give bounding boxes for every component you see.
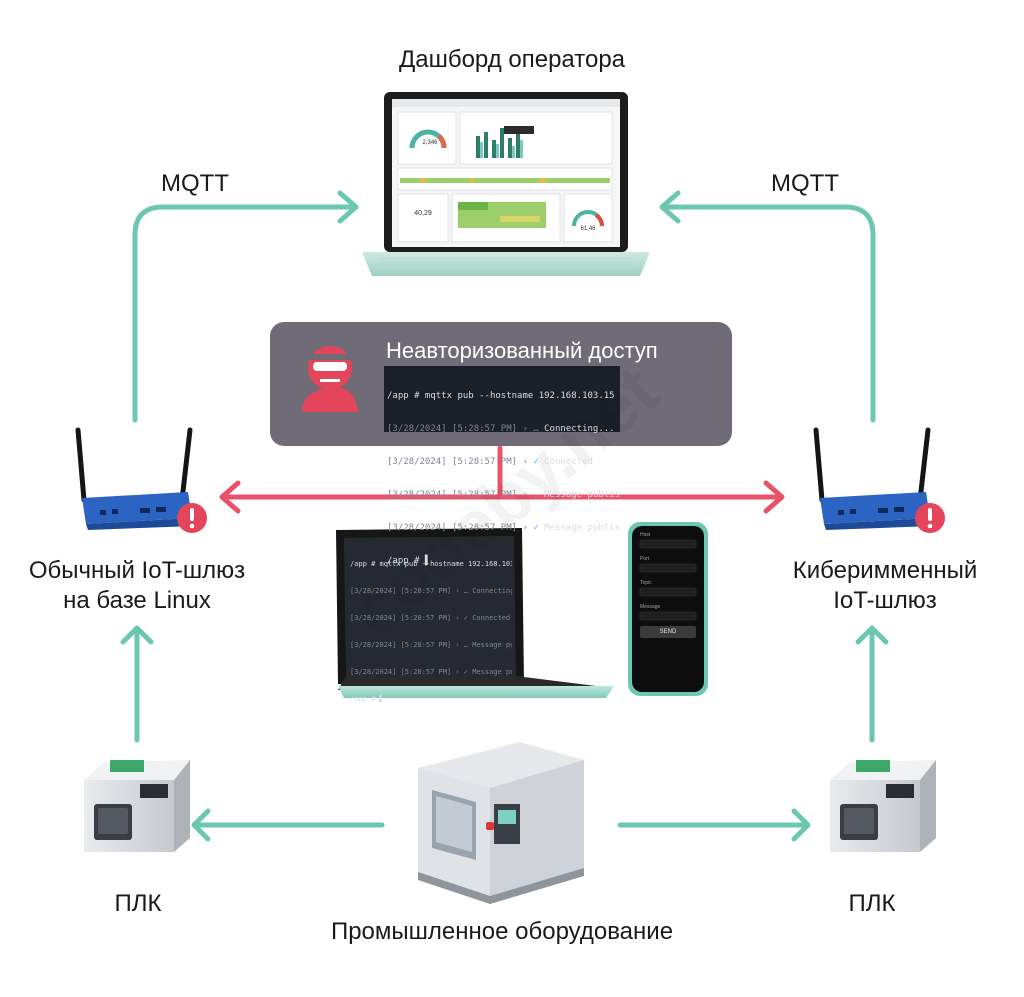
- equipment-to-plc-right-arrow: [617, 808, 811, 842]
- equipment-to-plc-left-arrow: [191, 808, 385, 842]
- mqtt-right-connector: [659, 190, 876, 423]
- unauthorized-access-panel: [270, 322, 732, 446]
- smartphone: [628, 522, 708, 696]
- gateway-right-label: Киберимменный IoT-шлюз: [760, 556, 1010, 616]
- laptop-terminal-line: [3/28/2024] [5:28:57 PM] › … Message pub…: [350, 641, 512, 649]
- plc-left-label: ПЛК: [114, 890, 162, 917]
- gateway-left-label-line1: Обычный IoT-шлюз: [28, 557, 246, 584]
- plc-right: [830, 760, 936, 852]
- mqtt-left-label: MQTT: [161, 170, 229, 197]
- phone-field-port: Port: [640, 556, 650, 562]
- cnc-machine: [418, 742, 584, 904]
- dashboard-laptop: [362, 92, 650, 276]
- terminal-line: [3/28/2024] [5:28:57 PM] › … Message pub…: [387, 490, 619, 500]
- big-value: 40,29: [414, 210, 432, 217]
- attack-connector: [219, 445, 785, 514]
- gateway-left-label: Обычный IoT-шлюз на базе Linux: [12, 556, 262, 616]
- terminal-prompt: /app # ▌: [387, 556, 431, 566]
- gateway-left-label-line2: на базе Linux: [63, 587, 211, 614]
- plc-left-to-gateway-arrow: [120, 625, 154, 743]
- terminal-line: [3/28/2024] [5:28:57 PM] › … Connecting.…: [387, 424, 615, 434]
- gateway-right-label-line1: Киберимменный: [792, 557, 978, 584]
- mqtt-left-connector: [132, 190, 359, 423]
- phone-field-message: Message: [640, 604, 661, 610]
- terminal-line: [3/28/2024] [5:28:57 PM] › ✓ Message pub…: [387, 523, 619, 533]
- terminal-line: [3/28/2024] [5:28:57 PM] › ✓ Connected: [387, 457, 593, 467]
- mqtt-right-label: MQTT: [771, 170, 839, 197]
- gauge-value-1: 2,346: [422, 140, 438, 146]
- unauthorized-access-label: Неавторизованный доступ: [386, 338, 658, 363]
- gauge-value-2: 61,46: [580, 226, 596, 232]
- equipment-label: Промышленное оборудование: [330, 918, 674, 945]
- plc-right-to-gateway-arrow: [855, 625, 889, 743]
- laptop-terminal-line: [3/28/2024] [5:28:57 PM] › … Connecting.…: [350, 587, 512, 595]
- laptop-terminal: /app # mqttx pub --hostname 192.168.103.…: [350, 542, 512, 713]
- router-right: [813, 427, 932, 530]
- plc-left: [84, 760, 190, 852]
- hacker-icon: [302, 346, 358, 412]
- router-left: [75, 427, 194, 530]
- laptop-terminal-prompt: /app # ▌: [350, 695, 384, 703]
- phone-send-button: SEND: [659, 629, 677, 635]
- dashboard-label: Дашборд оператора: [398, 46, 626, 73]
- laptop-terminal-command: /app # mqttx pub --hostname 192.168.103.…: [350, 560, 512, 568]
- alert-icon-left: [177, 503, 207, 533]
- laptop-terminal-line: [3/28/2024] [5:28:57 PM] › ✓ Message pub…: [350, 668, 512, 676]
- phone-field-topic: Topic: [640, 580, 652, 586]
- attacker-laptop: [336, 528, 614, 698]
- phone-field-host: Host: [640, 532, 651, 538]
- terminal-command: /app # mqttx pub --hostname 192.168.103.…: [387, 391, 615, 401]
- panel-terminal: /app # mqttx pub --hostname 192.168.103.…: [387, 369, 619, 578]
- alert-icon-right: [915, 503, 945, 533]
- plc-right-label: ПЛК: [848, 890, 896, 917]
- gateway-right-label-line2: IoT-шлюз: [833, 587, 937, 614]
- laptop-terminal-line: [3/28/2024] [5:28:57 PM] › ✓ Connected: [350, 614, 511, 622]
